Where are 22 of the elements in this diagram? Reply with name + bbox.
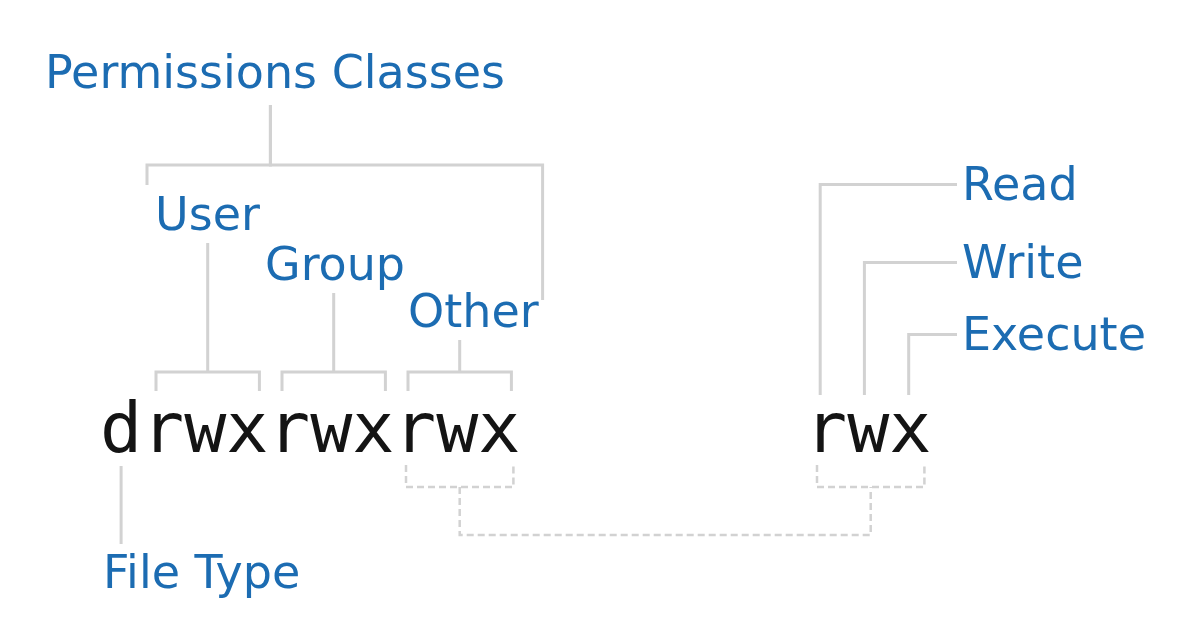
category-label: Permissions Classes xyxy=(45,46,505,99)
permission-characters: rwx xyxy=(142,393,269,463)
leader-line xyxy=(907,332,957,395)
permission-characters: rwx xyxy=(268,393,395,463)
bracket-leader-line xyxy=(406,338,513,393)
permission-label: Read xyxy=(962,158,1078,211)
permission-label: Execute xyxy=(962,308,1146,361)
permission-characters: rwx xyxy=(805,393,932,463)
dashed-bracket-connector xyxy=(404,463,926,537)
leader-line xyxy=(862,260,957,395)
class-label: User xyxy=(155,188,260,241)
leader-line xyxy=(268,104,545,300)
file-type-character: d xyxy=(100,393,143,463)
bracket-leader-line xyxy=(280,291,387,393)
permission-characters: rwx xyxy=(394,393,521,463)
bracket-leader-line xyxy=(154,241,261,393)
annotation-label: File Type xyxy=(103,546,301,599)
leader-line xyxy=(119,466,123,544)
class-label: Group xyxy=(265,238,406,291)
permission-label: Write xyxy=(962,236,1084,289)
class-label: Other xyxy=(408,285,539,338)
leader-line xyxy=(818,182,957,395)
